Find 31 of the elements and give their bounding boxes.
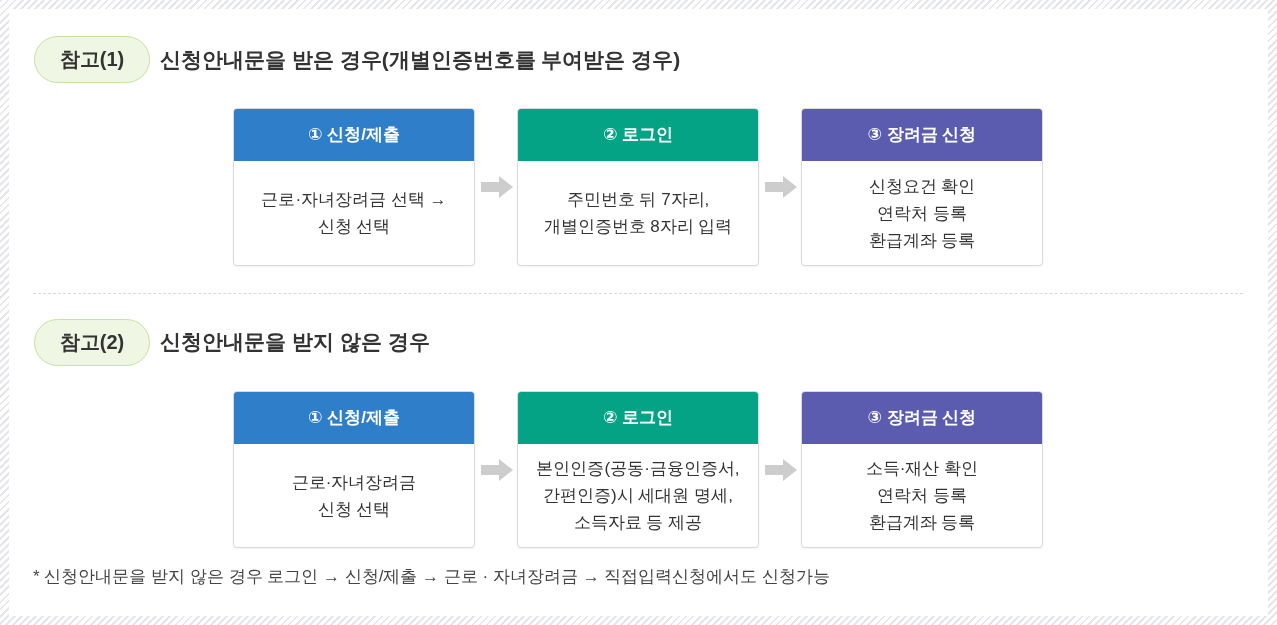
- step-header: ② 로그인: [518, 392, 758, 444]
- step-text: 환급계좌 등록: [868, 512, 976, 534]
- step-header: ③ 장려금 신청: [802, 109, 1042, 161]
- footnote: * 신청안내문을 받지 않은 경우 로그인 → 신청/제출 → 근로 · 자녀장려금 → 직접입력신청에서도 신청가능: [33, 566, 831, 588]
- tag-pill: 참고(2): [34, 319, 150, 366]
- step-box: [517, 391, 759, 548]
- step-text: 근로·자녀장려금 신청 선택: [290, 471, 418, 521]
- step-text: 환급계좌 등록: [868, 229, 976, 252]
- arrow: [479, 459, 513, 481]
- step-box: [517, 108, 759, 266]
- step-box: [233, 391, 475, 548]
- tag-pill: 참고(1): [34, 36, 150, 83]
- step-text: 연락처 등록: [877, 202, 967, 225]
- step-text: 신청요건 확인: [868, 175, 976, 198]
- step-header: ② 로그인: [518, 109, 758, 161]
- step-box: [233, 108, 475, 266]
- step-text: 연락처 등록: [877, 485, 967, 507]
- step-text: 본인인증(공동·금융인증서, 간편인증)시 세대원 명세, 소득자료 등 제공: [535, 458, 741, 534]
- step-header: ① 신청/제출: [234, 109, 474, 161]
- step-header: ① 신청/제출: [234, 392, 474, 444]
- arrow: [479, 176, 513, 198]
- arrow: [763, 459, 797, 481]
- section-heading: 신청안내문을 받지 않은 경우: [160, 329, 430, 355]
- step-header: ③ 장려금 신청: [802, 392, 1042, 444]
- step-text: 근로·자녀장려금 선택 → 신청 선택: [260, 189, 448, 238]
- step-box: [801, 391, 1043, 548]
- step-text: 주민번호 뒤 7자리, 개별인증번호 8자리 입력: [542, 189, 734, 238]
- step-box: [801, 108, 1043, 266]
- step-text: 소득·재산 확인: [865, 458, 979, 480]
- arrow: [763, 176, 797, 198]
- section-heading: 신청안내문을 받은 경우(개별인증번호를 부여받은 경우): [160, 47, 681, 73]
